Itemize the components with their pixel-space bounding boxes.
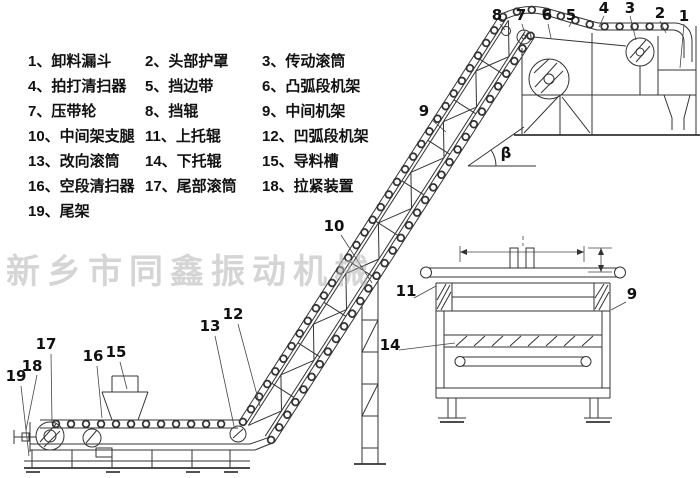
callout-press-wheel: 7 — [516, 6, 526, 24]
callout-middle-frame: 9 — [419, 102, 429, 120]
callout-tail-frame: 19 — [6, 367, 27, 385]
callout-baffle-roller: 8 — [492, 6, 502, 24]
legend-item: 14、下托辊 — [145, 153, 222, 170]
incline-angle-symbol: β — [467, 126, 536, 167]
callout-beating-cleaner: 4 — [599, 0, 609, 17]
callout-tensioner: 18 — [22, 357, 43, 375]
head-assembly — [498, 5, 700, 136]
legend-item: 19、尾架 — [28, 203, 90, 220]
parts-legend: 1、卸料漏斗 2、头部护罩 3、传动滚筒 4、拍打清扫器 5、挡边带 6、凸弧段… — [28, 50, 378, 225]
callout-section-frame: 9 — [627, 285, 637, 303]
callout-sidewall-belt: 5 — [566, 6, 576, 24]
legend-item: 6、凸弧段机架 — [262, 78, 361, 95]
legend-item: 18、拉紧装置 — [262, 178, 354, 195]
head-pulley — [528, 58, 570, 100]
legend-item: 13、改向滚筒 — [28, 153, 120, 170]
legend-item: 16、空段清扫器 — [28, 178, 135, 195]
legend-item: 7、压带轮 — [28, 103, 97, 120]
legend-item: 10、中间架支腿 — [28, 128, 135, 145]
legend-item: 15、导料槽 — [262, 153, 339, 170]
legend-item: 12、凹弧段机架 — [262, 128, 369, 145]
guide-chute — [101, 375, 149, 421]
tensioning-device — [13, 430, 36, 444]
legend-item: 3、传动滚筒 — [262, 53, 346, 70]
legend-item: 17、尾部滚筒 — [145, 178, 237, 195]
callout-lower-idler: 14 — [380, 336, 401, 354]
callout-convex-frame: 6 — [542, 6, 552, 24]
discharge-hopper — [663, 94, 691, 130]
incline-conveyor — [238, 12, 536, 445]
callout-discharge-hopper: 1 — [679, 7, 689, 25]
callout-bend-drum: 13 — [200, 317, 221, 335]
callout-tail-drum: 17 — [36, 335, 57, 353]
legend-item: 11、上托辊 — [145, 128, 221, 145]
baffle-roller — [501, 26, 511, 36]
callout-middle-frame-legs: 10 — [324, 217, 345, 235]
legend-item: 2、头部护罩 — [145, 53, 229, 70]
legend-item: 8、挡辊 — [145, 103, 199, 120]
callout-upper-idler: 11 — [396, 282, 417, 300]
legend-item: 4、拍打清扫器 — [28, 78, 127, 95]
legend-item: 5、挡边带 — [145, 78, 214, 95]
callout-cleaner: 16 — [83, 347, 104, 365]
drive-drum — [625, 37, 655, 67]
tail-assembly — [13, 375, 275, 473]
belt-cleaner — [95, 447, 113, 458]
callout-concave-frame: 12 — [223, 305, 244, 323]
legend-item: 1、卸料漏斗 — [28, 53, 112, 70]
cross-section-view — [420, 236, 626, 423]
middle-frame-legs — [354, 281, 386, 465]
bend-drum — [229, 425, 247, 443]
legend-item: 9、中间机架 — [262, 103, 346, 120]
callout-guide-chute: 15 — [106, 343, 127, 361]
tail-drum — [35, 421, 65, 451]
callout-head-guard: 2 — [655, 4, 665, 22]
callouts: 8 7 6 5 4 3 2 1 9 10 13 12 17 16 15 18 1… — [6, 0, 689, 457]
beta-angle-label: β — [501, 144, 512, 162]
callout-drive-drum: 3 — [625, 0, 635, 17]
snub-roller — [82, 428, 102, 448]
